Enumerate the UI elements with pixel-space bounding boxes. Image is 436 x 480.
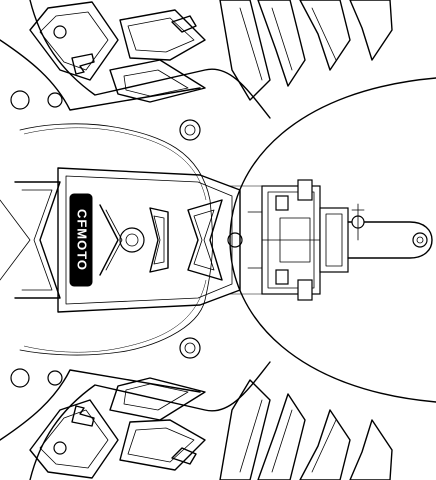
cable-routing — [19, 123, 213, 356]
upper-fin-cluster — [29, 1, 206, 103]
brand-badge-text: CFMOTO — [75, 209, 90, 271]
wheel-arc — [219, 0, 436, 480]
brand-badge — [69, 193, 93, 287]
hub-assembly — [230, 179, 433, 301]
skid-plate-panel — [0, 0, 271, 480]
center-plate: CFMOTO — [57, 167, 241, 313]
lower-fin-cluster — [29, 377, 206, 479]
mounting-holes — [10, 25, 243, 455]
